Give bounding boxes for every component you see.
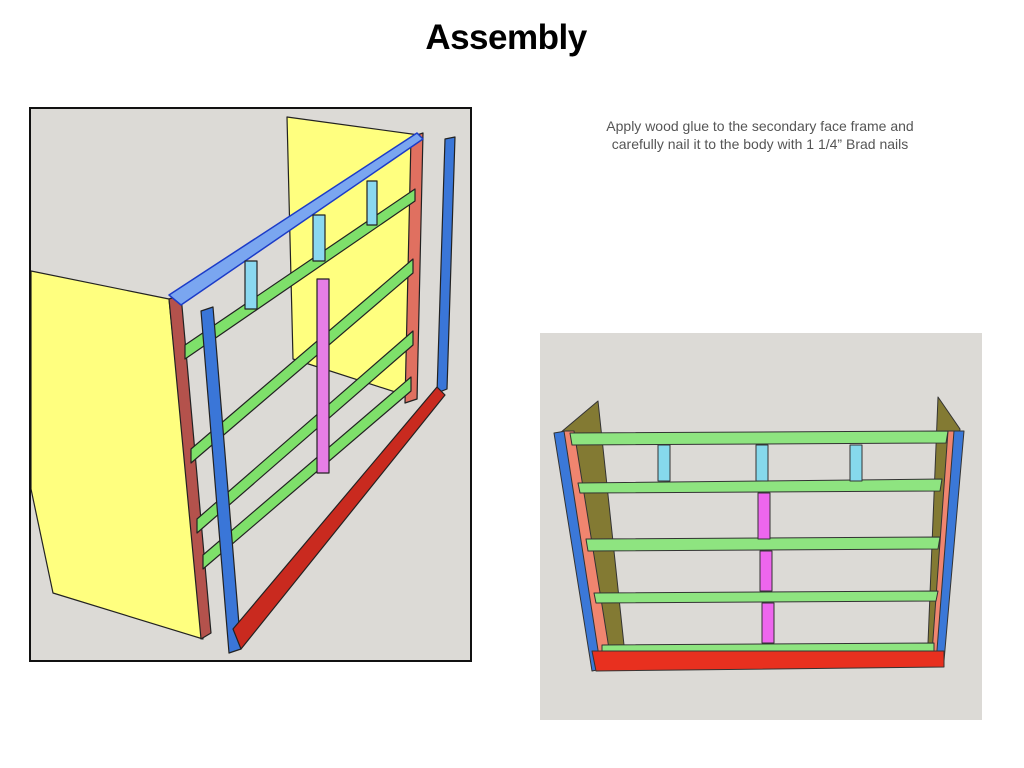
top-rail <box>168 132 424 306</box>
bottom-rail <box>591 650 945 672</box>
divider-light-1 <box>244 260 258 310</box>
divider-pink-2 <box>759 550 773 592</box>
rail-4 <box>593 590 939 604</box>
instruction-line-1: Apply wood glue to the secondary face fr… <box>606 118 914 134</box>
divider-light-3 <box>849 444 863 482</box>
front-side-panel <box>31 270 204 640</box>
divider-pink-3 <box>761 602 775 644</box>
page-title: Assembly <box>425 18 587 57</box>
rail-3 <box>585 536 941 552</box>
front-view-figure <box>540 333 982 720</box>
bottom-rail <box>232 386 446 650</box>
rail-2 <box>577 478 943 494</box>
rail-2 <box>190 258 414 464</box>
assembled-face-frame-diagram <box>553 396 965 672</box>
divider-light-3 <box>366 180 378 226</box>
exploded-view-figure <box>29 107 472 662</box>
rail-3 <box>196 330 414 534</box>
instruction-text: Apply wood glue to the secondary face fr… <box>560 117 960 153</box>
rail-top <box>569 430 949 446</box>
rail-1 <box>184 188 416 360</box>
instruction-line-2: carefully nail it to the body with 1 1/4… <box>611 136 909 152</box>
rail-4 <box>202 376 412 570</box>
divider-light-1 <box>657 444 671 482</box>
divider-pink-1 <box>757 492 771 540</box>
divider-light-2 <box>312 214 326 262</box>
exploded-face-frame-diagram <box>31 116 456 654</box>
stile-outer-right <box>436 136 456 394</box>
divider-pink <box>316 278 330 474</box>
divider-light-2 <box>755 444 769 482</box>
